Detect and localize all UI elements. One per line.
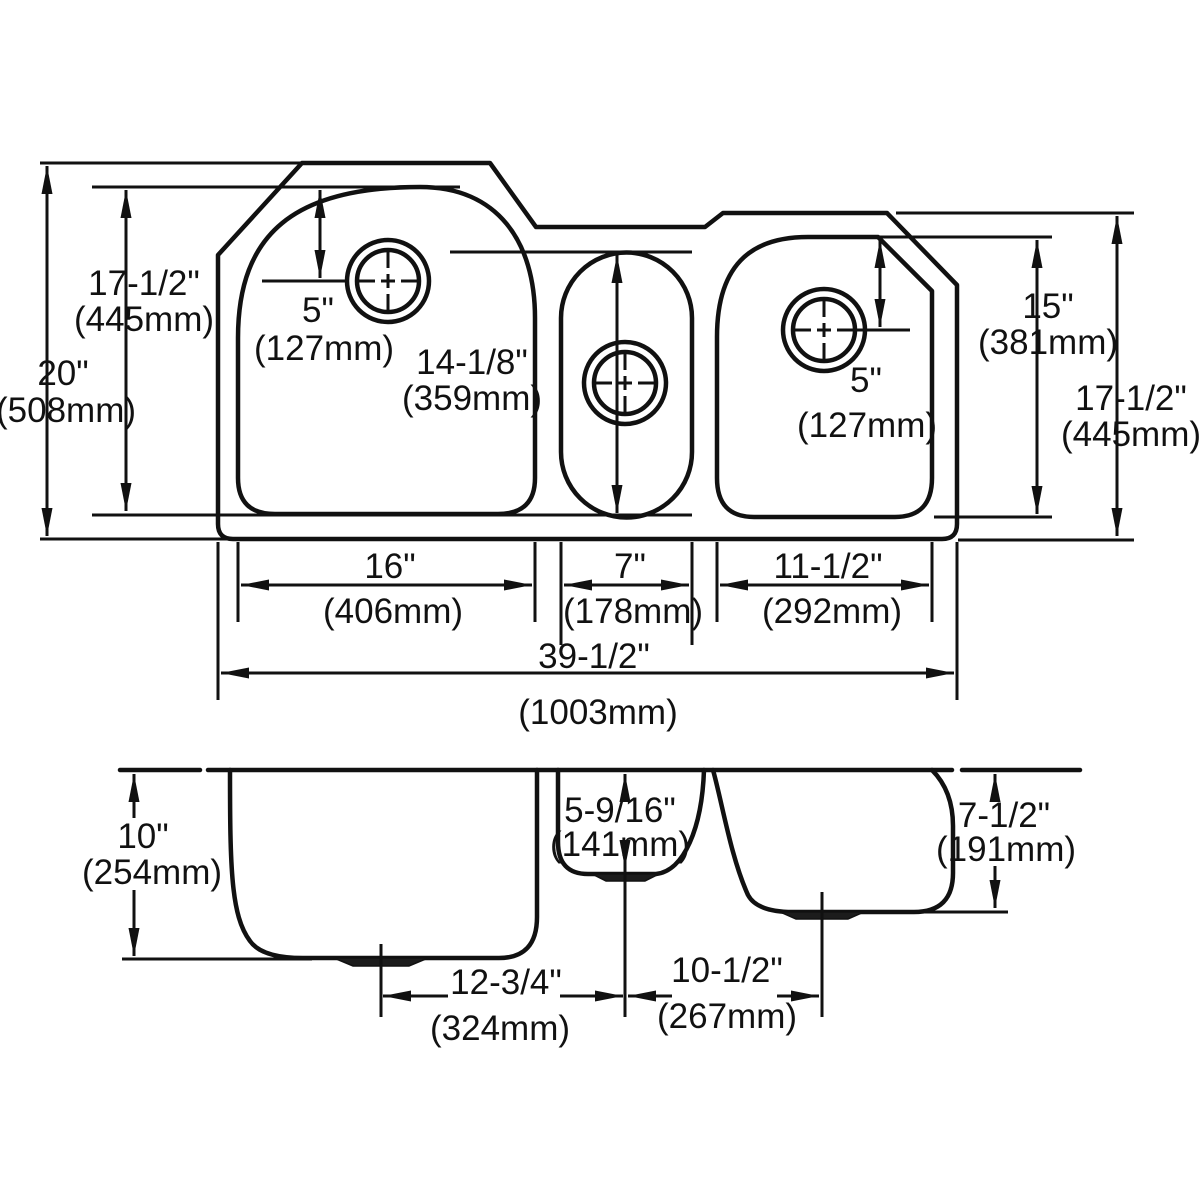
right-bowl-outline (714, 234, 935, 520)
dim-right-bowl-width: 11-1/2" (292mm) (720, 547, 929, 631)
dim-label-mm: (254mm) (82, 853, 222, 892)
dim-label-in: 17-1/2" (1075, 379, 1187, 418)
dim-label-mm: (445mm) (74, 300, 214, 339)
dim-right-bowl-height: 15" (381mm) (978, 240, 1118, 514)
dim-label-mm: (141mm) (550, 825, 690, 864)
dim-label-in: 7" (614, 547, 646, 586)
dim-label-mm: (324mm) (430, 1009, 570, 1048)
right-bowl-section (710, 767, 956, 915)
dim-label-mm: (359mm) (402, 379, 542, 418)
left-faucet-hole (344, 237, 432, 325)
sink-rim-outline (215, 160, 960, 542)
dim-label-in: 10-1/2" (671, 951, 783, 990)
center-faucet-hole (581, 339, 669, 427)
dim-left-drain-spacing: 12-3/4" (324mm) (383, 963, 623, 1048)
dim-label-mm: (381mm) (978, 323, 1118, 362)
dim-label-in: 16" (364, 547, 415, 586)
dim-label-mm: (406mm) (323, 592, 463, 631)
dim-label-in: 15" (1022, 287, 1073, 326)
center-mark (355, 248, 421, 314)
dim-overall-height: 20" (508mm) (0, 166, 136, 536)
dim-left-bowl-depth: 10" (254mm) (82, 774, 222, 956)
dim-label-in: 12-3/4" (450, 963, 562, 1002)
dim-label-mm: (191mm) (936, 830, 1076, 869)
dim-left-bowl-width: 16" (406mm) (241, 547, 532, 631)
dim-label-in: 10" (117, 817, 168, 856)
dim-label-in: 11-1/2" (773, 547, 882, 586)
hole-outer-circle (581, 339, 669, 427)
dim-label-in: 5" (850, 361, 882, 400)
dim-label-in: 5-9/16" (564, 791, 676, 830)
dim-label-mm: (127mm) (797, 406, 937, 445)
dim-label-mm: (178mm) (563, 592, 703, 631)
dim-center-bowl-height: 14-1/8" (359mm) (402, 255, 623, 513)
dim-label-mm: (508mm) (0, 391, 136, 430)
dim-label-in: 5" (302, 291, 334, 330)
dim-label-in: 20" (37, 354, 88, 393)
side-extension-lines (122, 868, 1008, 1017)
dim-label-in: 7-1/2" (958, 796, 1050, 835)
dim-right-drain-spacing: 10-1/2" (267mm) (628, 951, 819, 1036)
dim-center-bowl-width: 7" (178mm) (563, 547, 703, 631)
dim-label-mm: (445mm) (1061, 415, 1200, 454)
left-bowl-section (227, 767, 540, 961)
dim-right-section-height: 17-1/2" (445mm) (1061, 216, 1200, 536)
dim-center-bowl-depth: 5-9/16" (141mm) (550, 774, 690, 868)
dim-label-mm: (267mm) (657, 997, 797, 1036)
side-view: 10" (254mm) 5-9/16" (141mm) 7-1/2" (191m… (82, 767, 1083, 1048)
dim-right-hole-offset: 5" (127mm) (797, 240, 937, 445)
plan-view: 20" (508mm) 17-1/2" (445mm) 5" (127mm) 1… (0, 160, 1200, 732)
dim-label-mm: (292mm) (762, 592, 902, 631)
dim-left-bowl-height: 17-1/2" (445mm) (74, 190, 214, 511)
center-mark (592, 350, 658, 416)
center-bowl-outline (558, 250, 695, 520)
dim-label-in: 39-1/2" (538, 637, 650, 676)
dim-label-in: 17-1/2" (88, 264, 200, 303)
dim-label-mm: (127mm) (254, 329, 394, 368)
dim-right-bowl-depth: 7-1/2" (191mm) (936, 774, 1076, 908)
plan-extension-lines (40, 161, 1134, 700)
dim-left-hole-offset: 5" (127mm) (254, 190, 394, 368)
dim-label-in: 14-1/8" (416, 343, 528, 382)
dim-overall-width: 39-1/2" (1003mm) (221, 637, 954, 732)
dim-label-mm: (1003mm) (518, 693, 677, 732)
